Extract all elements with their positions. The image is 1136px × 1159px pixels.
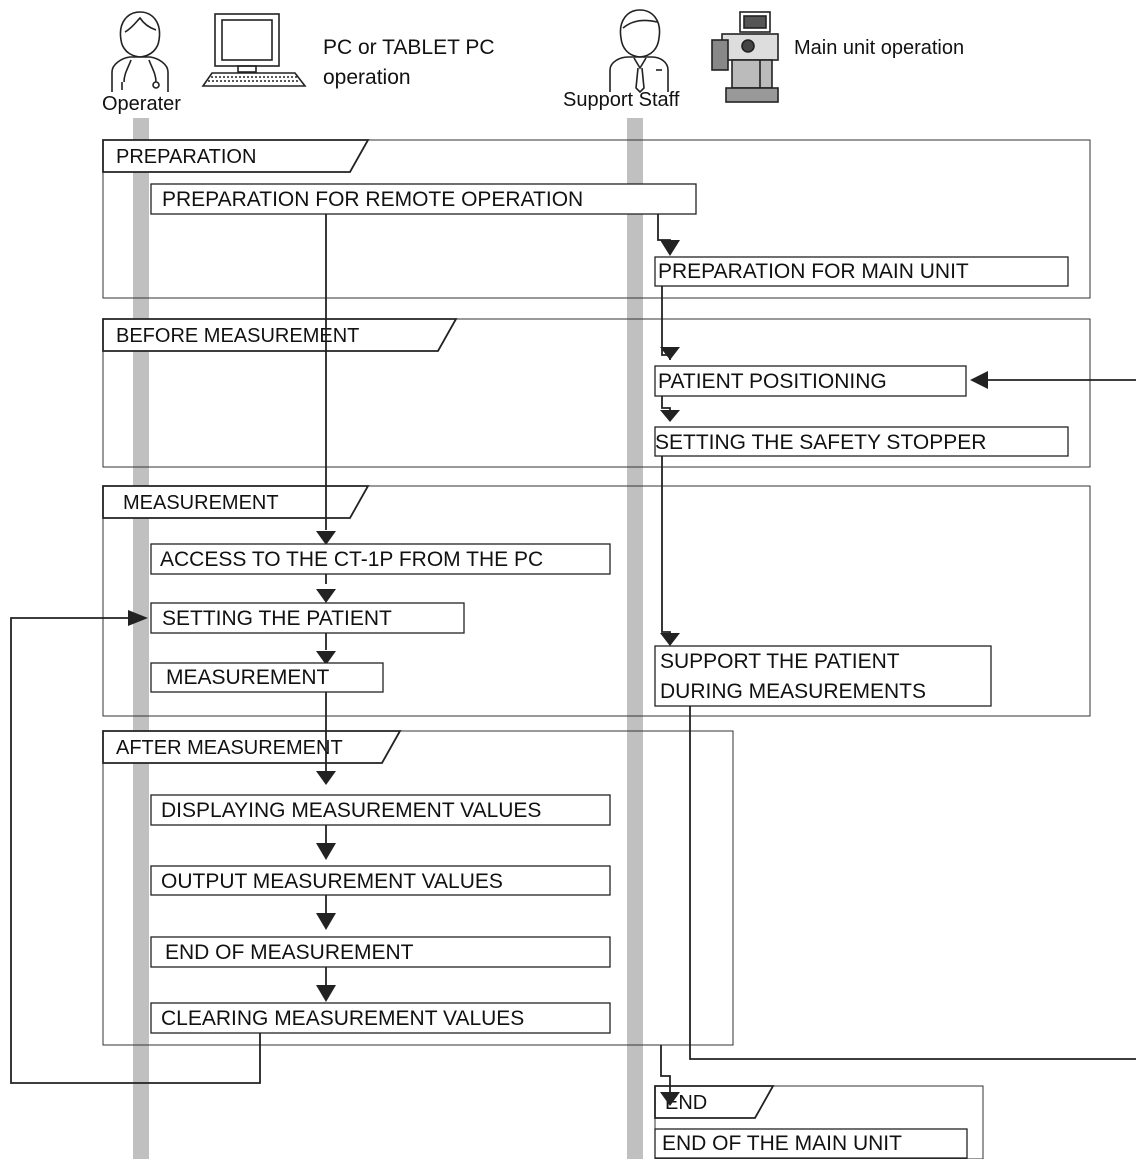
step-output: OUTPUT MEASUREMENT VALUES [161, 870, 503, 893]
support-staff-label: Support Staff [563, 89, 680, 111]
nurse-icon [112, 12, 168, 92]
pc-label-line2: operation [323, 66, 411, 89]
before-measurement-title: BEFORE MEASUREMENT [116, 325, 359, 347]
step-clearing: CLEARING MEASUREMENT VALUES [161, 1007, 524, 1030]
after-measurement-title: AFTER MEASUREMENT [116, 737, 343, 759]
pc-label-line1: PC or TABLET PC [323, 36, 495, 59]
step-patient-positioning: PATIENT POSITIONING [658, 370, 887, 393]
step-end-measurement: END OF MEASUREMENT [165, 941, 414, 964]
step-access-ct: ACCESS TO THE CT-1P FROM THE PC [160, 548, 543, 571]
step-prep-main: PREPARATION FOR MAIN UNIT [658, 260, 969, 283]
step-safety-stopper: SETTING THE SAFETY STOPPER [655, 431, 986, 454]
step-support-line1: SUPPORT THE PATIENT [660, 650, 900, 673]
step-end-main: END OF THE MAIN UNIT [662, 1132, 902, 1155]
step-displaying: DISPLAYING MEASUREMENT VALUES [161, 799, 541, 822]
step-setting-patient: SETTING THE PATIENT [162, 607, 392, 630]
step-measurement: MEASUREMENT [166, 666, 330, 689]
operator-label: Operater [102, 93, 181, 115]
computer-icon [203, 14, 305, 86]
measurement-title: MEASUREMENT [123, 492, 279, 514]
operator-lane [133, 118, 149, 1159]
step-prep-remote: PREPARATION FOR REMOTE OPERATION [162, 188, 583, 211]
support-staff-icon [610, 10, 668, 92]
step-support-line2: DURING MEASUREMENTS [660, 680, 926, 703]
main-unit-icon [712, 12, 778, 102]
preparation-title: PREPARATION [116, 146, 256, 168]
main-unit-label: Main unit operation [794, 37, 964, 59]
support-staff-lane [627, 118, 643, 1159]
